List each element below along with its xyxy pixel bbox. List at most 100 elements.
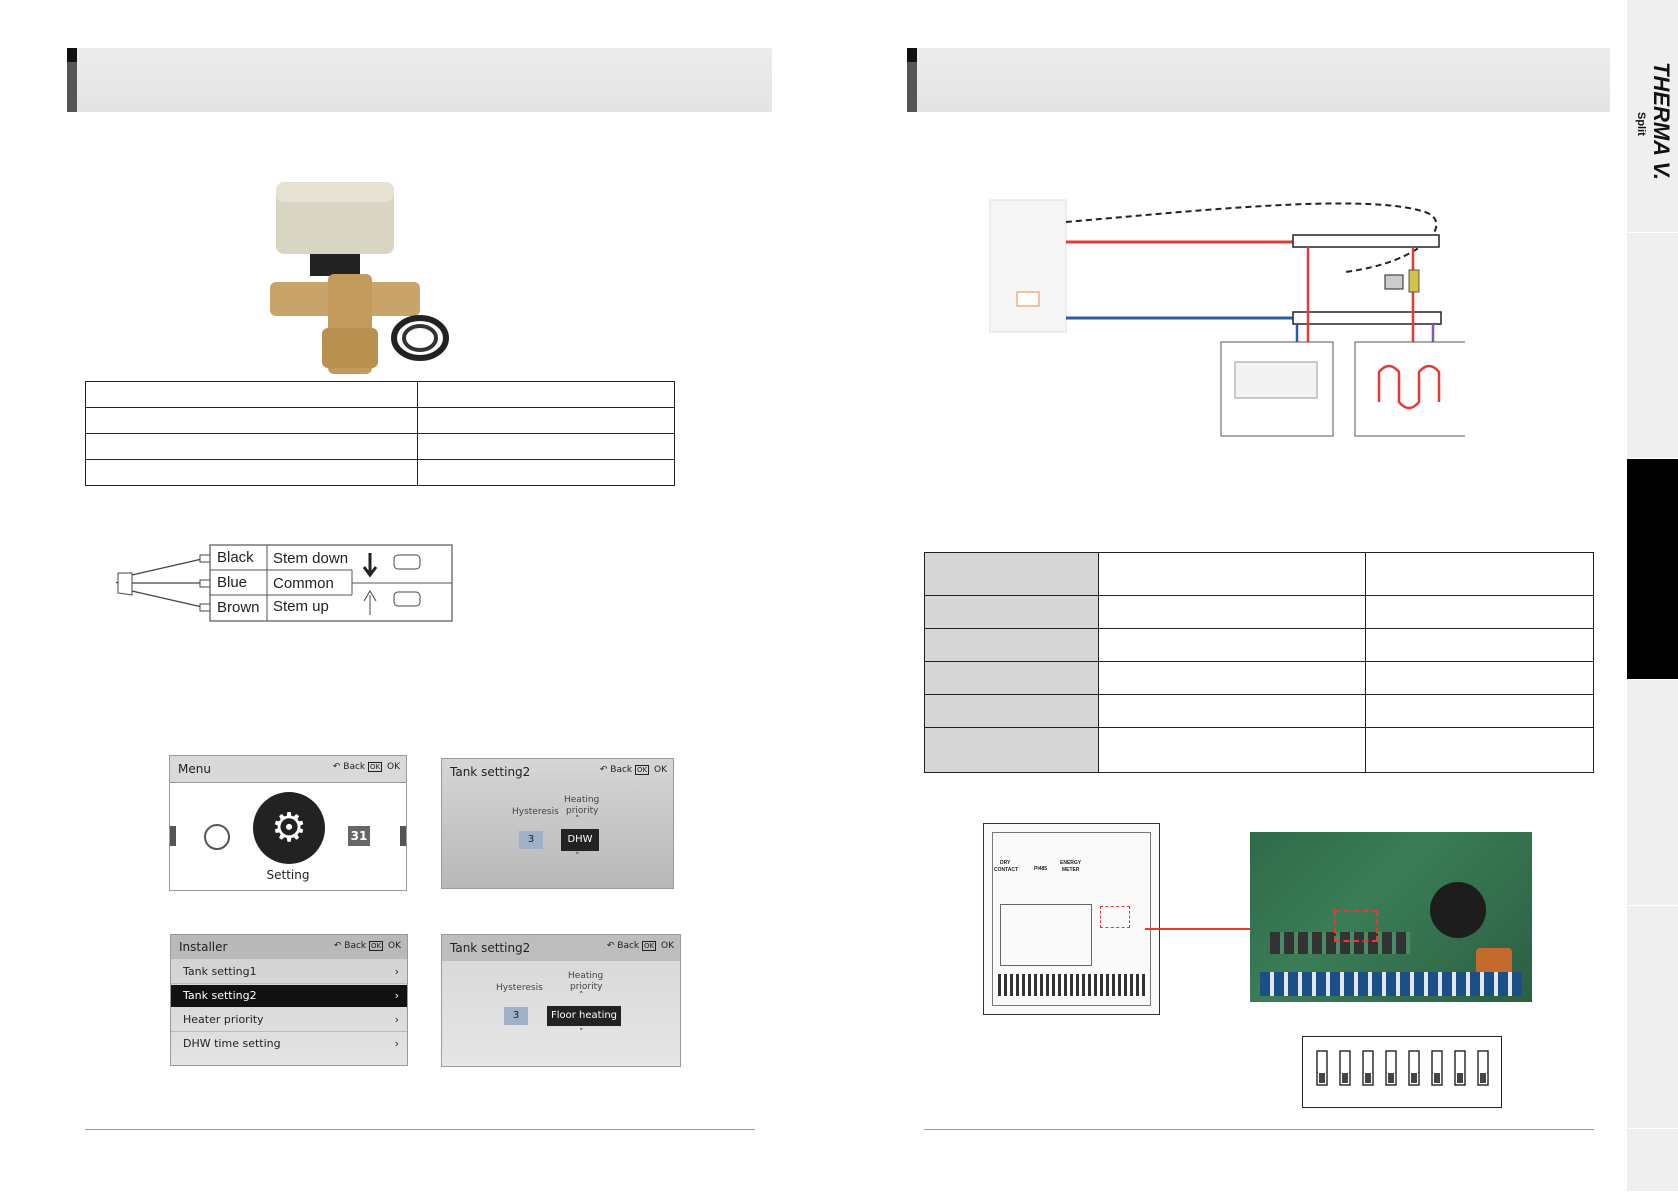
calendar-icon[interactable]: 31: [348, 826, 370, 846]
screen-title: Tank setting2: [450, 765, 531, 779]
wire-color-black: Black: [217, 549, 254, 566]
hysteresis-label: Hysteresis: [512, 807, 559, 817]
ok-icon: OK: [369, 941, 384, 951]
wire-function-common: Common: [273, 575, 334, 592]
dip-switch-array: [1316, 1050, 1489, 1086]
dip-switch[interactable]: [1339, 1050, 1351, 1086]
screen-title: Tank setting2: [450, 941, 531, 955]
installer-screen: Installer ↶ Back OK OK Tank setting1› Ta…: [170, 934, 408, 1066]
pcb-label-energy: ENERGY: [1060, 860, 1082, 866]
side-tab-4[interactable]: [1627, 906, 1678, 1129]
pcb-label-contact: CONTACT: [994, 867, 1019, 873]
table-row: [924, 694, 1594, 728]
dip-switch-knob: [1411, 1073, 1417, 1083]
list-item[interactable]: DHW time setting›: [171, 1033, 407, 1055]
dip-switch-knob: [1434, 1073, 1440, 1083]
tank-setting-floor-screen: Tank setting2 ↶ Back OK OK Hysteresis He…: [441, 934, 681, 1067]
table-row: [924, 727, 1594, 773]
tank-setting-dhw-screen: Tank setting2 ↶ Back OK OK Hysteresis He…: [441, 758, 674, 889]
hysteresis-value[interactable]: 3: [519, 831, 543, 849]
back-label[interactable]: Back: [617, 941, 640, 951]
pcb-pointer-line: [1145, 928, 1330, 930]
dip-switch-knob: [1365, 1073, 1371, 1083]
wire-color-blue: Blue: [217, 574, 248, 591]
list-item[interactable]: Tank setting1›: [171, 961, 407, 984]
scroll-right-handle[interactable]: [400, 826, 406, 846]
right-header-accent: [907, 48, 917, 112]
gear-icon[interactable]: ⚙: [253, 792, 325, 864]
chevron-right-icon: ›: [394, 965, 399, 978]
pcb-terminal-strip: [998, 974, 1148, 996]
dip-switch[interactable]: [1316, 1050, 1328, 1086]
dip-switch[interactable]: [1431, 1050, 1443, 1086]
brand-sub: Split: [1635, 112, 1647, 136]
wire-function-stem-up: Stem up: [273, 598, 329, 615]
dip-switch[interactable]: [1408, 1050, 1420, 1086]
scroll-left-handle[interactable]: [170, 826, 176, 846]
brand-tab: THERMA V. Split: [1627, 0, 1678, 232]
chevron-down-icon[interactable]: ˅: [579, 1028, 584, 1038]
table-row: [85, 433, 675, 460]
pcb-line-drawing: DRY CONTACT PI485 ENERGY METER: [983, 823, 1160, 1015]
dip-switch-knob: [1457, 1073, 1463, 1083]
ok-icon: OK: [642, 941, 657, 951]
dip-switch-knob: [1480, 1073, 1486, 1083]
dip-switch[interactable]: [1385, 1050, 1397, 1086]
stopwatch-icon[interactable]: [204, 824, 230, 850]
wire-function-stem-down: Stem down: [273, 550, 349, 567]
priority-value[interactable]: Floor heating: [547, 1006, 621, 1026]
list-item[interactable]: Heater priority›: [171, 1009, 407, 1032]
left-header-accent: [67, 48, 77, 112]
ok-label[interactable]: OK: [388, 941, 401, 951]
pcb-photo: [1250, 832, 1532, 1002]
ok-label[interactable]: OK: [661, 941, 674, 951]
chevron-up-icon[interactable]: ˄: [575, 815, 580, 825]
table-row: [924, 661, 1594, 695]
ok-label[interactable]: OK: [654, 765, 667, 775]
menu-center-label: Setting: [266, 868, 310, 882]
capacitor-icon: [1430, 882, 1486, 938]
dip-switch-knob: [1388, 1073, 1394, 1083]
setting-table: [924, 552, 1594, 773]
dip-switch[interactable]: [1454, 1050, 1466, 1086]
table-row: [85, 407, 675, 434]
screen-title: Installer: [179, 940, 228, 954]
list-item-selected[interactable]: Tank setting2›: [171, 985, 407, 1007]
back-label[interactable]: Back: [344, 941, 367, 951]
table-row: [924, 595, 1594, 629]
screen-title: Menu: [178, 762, 211, 776]
menu-screen: Menu ↶ Back OK OK ⚙ Setting 31: [169, 755, 407, 891]
chevron-up-icon[interactable]: ˄: [579, 991, 584, 1001]
dip-switch[interactable]: [1477, 1050, 1489, 1086]
priority-label-line1: Heating: [568, 971, 604, 981]
back-icon: ↶: [599, 765, 608, 775]
back-label[interactable]: Back: [610, 765, 633, 775]
side-tab-1[interactable]: [1627, 233, 1678, 459]
right-footer-line: [924, 1129, 1594, 1130]
hysteresis-label: Hysteresis: [496, 983, 543, 993]
priority-value[interactable]: DHW: [561, 829, 599, 851]
dip-switch-diagram: [1302, 1036, 1502, 1108]
ok-label[interactable]: OK: [387, 762, 400, 772]
chevron-right-icon: ›: [394, 989, 399, 1002]
back-label[interactable]: Back: [343, 762, 366, 772]
dip-switch[interactable]: [1362, 1050, 1374, 1086]
side-tab-3[interactable]: [1627, 680, 1678, 906]
side-tab-active[interactable]: [1627, 459, 1678, 680]
system-piping-diagram: [989, 199, 1465, 437]
pcb-switch-highlight: [1100, 906, 1130, 928]
hysteresis-value[interactable]: 3: [504, 1007, 528, 1025]
table-row: [85, 381, 675, 408]
ok-icon: OK: [368, 762, 383, 772]
valve-spec-table: [85, 381, 675, 486]
pcb-label-dry: DRY: [1000, 860, 1011, 866]
priority-label-line2: priority: [566, 806, 599, 816]
left-footer-line: [85, 1129, 755, 1130]
dip-switch-knob: [1342, 1073, 1348, 1083]
side-tab-5[interactable]: [1627, 1129, 1678, 1192]
pcb-label-meter: METER: [1062, 867, 1080, 873]
three-way-valve-image: [270, 182, 449, 374]
chevron-down-icon[interactable]: ˅: [575, 852, 580, 862]
wire-color-brown: Brown: [217, 599, 260, 616]
valve-wiring-diagram: [115, 544, 453, 622]
